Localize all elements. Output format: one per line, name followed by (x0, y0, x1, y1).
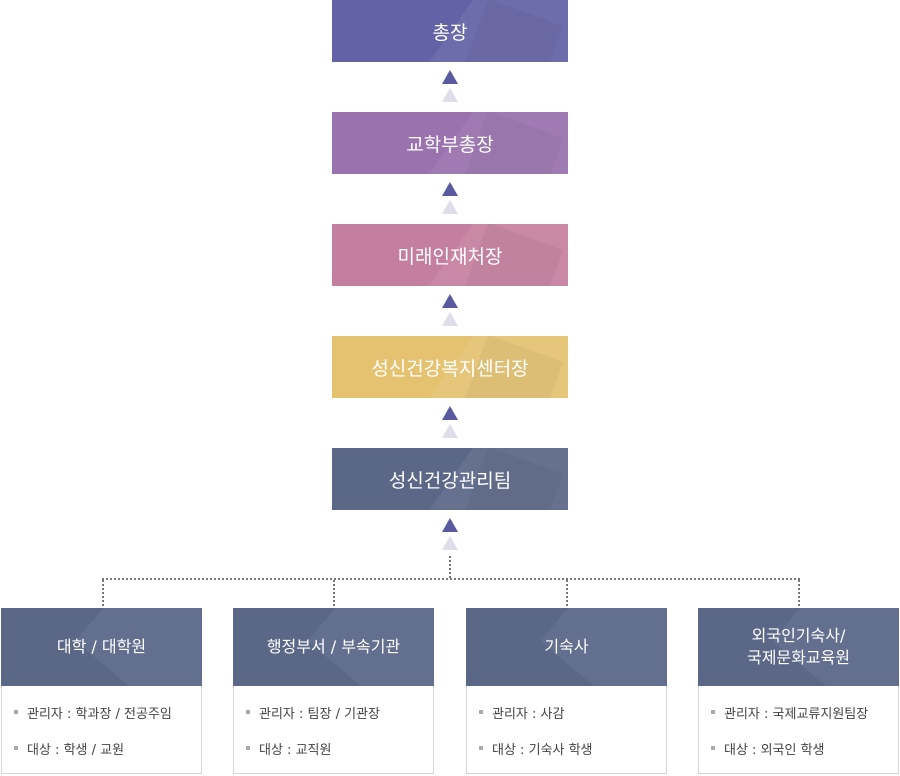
connector-col-3 (566, 580, 568, 606)
arrow-up-icon (442, 406, 458, 438)
list-item: 관리자 : 국제교류지원팀장 (711, 702, 898, 722)
box-health-team: 성신건강관리팀 (332, 448, 568, 510)
target-text: 대상 : 기숙사 학생 (492, 742, 593, 758)
column-international: 외국인기숙사/ 국제문화교육원 관리자 : 국제교류지원팀장 대상 : 외국인 … (698, 608, 899, 774)
connector-col-2 (333, 580, 335, 606)
box-president: 총장 (332, 0, 568, 62)
column-header: 행정부서 / 부속기관 (233, 608, 434, 686)
connector-col-1 (102, 580, 104, 606)
column-header: 대학 / 대학원 (1, 608, 202, 686)
list-item: 대상 : 기숙사 학생 (479, 738, 666, 758)
bullet-icon (479, 746, 483, 750)
target-text: 대상 : 학생 / 교원 (27, 742, 125, 758)
column-university: 대학 / 대학원 관리자 : 학과장 / 전공주임 대상 : 학생 / 교원 (1, 608, 202, 774)
box-vice-president: 교학부총장 (332, 112, 568, 174)
bullet-icon (14, 710, 18, 714)
bullet-icon (246, 710, 250, 714)
column-body: 관리자 : 학과장 / 전공주임 대상 : 학생 / 교원 (1, 686, 202, 774)
column-admin: 행정부서 / 부속기관 관리자 : 팀장 / 기관장 대상 : 교직원 (233, 608, 434, 774)
column-header: 기숙사 (466, 608, 667, 686)
column-title: 외국인기숙사/ 국제문화교육원 (746, 626, 851, 667)
column-body: 관리자 : 팀장 / 기관장 대상 : 교직원 (233, 686, 434, 774)
bullet-icon (14, 746, 18, 750)
arrow-up-icon (442, 70, 458, 102)
column-body: 관리자 : 국제교류지원팀장 대상 : 외국인 학생 (698, 686, 899, 774)
arrow-up-icon (442, 294, 458, 326)
box-health-center-director: 성신건강복지센터장 (332, 336, 568, 398)
arrow-up-icon (442, 182, 458, 214)
box-label: 총장 (432, 21, 468, 44)
column-body: 관리자 : 사감 대상 : 기숙사 학생 (466, 686, 667, 774)
list-item: 관리자 : 학과장 / 전공주임 (14, 702, 201, 722)
box-future-talent-director: 미래인재처장 (332, 224, 568, 286)
list-item: 관리자 : 팀장 / 기관장 (246, 702, 433, 722)
list-item: 대상 : 교직원 (246, 738, 433, 758)
manager-text: 관리자 : 팀장 / 기관장 (259, 706, 380, 722)
column-title: 대학 / 대학원 (56, 637, 147, 656)
manager-text: 관리자 : 사감 (492, 706, 565, 722)
box-label: 성신건강복지센터장 (371, 357, 529, 380)
target-text: 대상 : 외국인 학생 (724, 742, 825, 758)
box-label: 미래인재처장 (397, 245, 503, 268)
box-label: 성신건강관리팀 (388, 469, 512, 492)
box-label: 교학부총장 (406, 133, 494, 156)
bullet-icon (479, 710, 483, 714)
list-item: 대상 : 외국인 학생 (711, 738, 898, 758)
column-dormitory: 기숙사 관리자 : 사감 대상 : 기숙사 학생 (466, 608, 667, 774)
column-title: 기숙사 (544, 637, 589, 656)
connector-col-4 (798, 580, 800, 606)
bullet-icon (246, 746, 250, 750)
manager-text: 관리자 : 학과장 / 전공주임 (27, 706, 172, 722)
column-header: 외국인기숙사/ 국제문화교육원 (698, 608, 899, 686)
bullet-icon (711, 746, 715, 750)
arrow-up-icon (442, 518, 458, 550)
connector-center (449, 556, 451, 578)
target-text: 대상 : 교직원 (259, 742, 332, 758)
column-title: 행정부서 / 부속기관 (266, 637, 401, 656)
bullet-icon (711, 710, 715, 714)
connector-horizontal (102, 578, 800, 580)
list-item: 관리자 : 사감 (479, 702, 666, 722)
manager-text: 관리자 : 국제교류지원팀장 (724, 706, 869, 722)
list-item: 대상 : 학생 / 교원 (14, 738, 201, 758)
